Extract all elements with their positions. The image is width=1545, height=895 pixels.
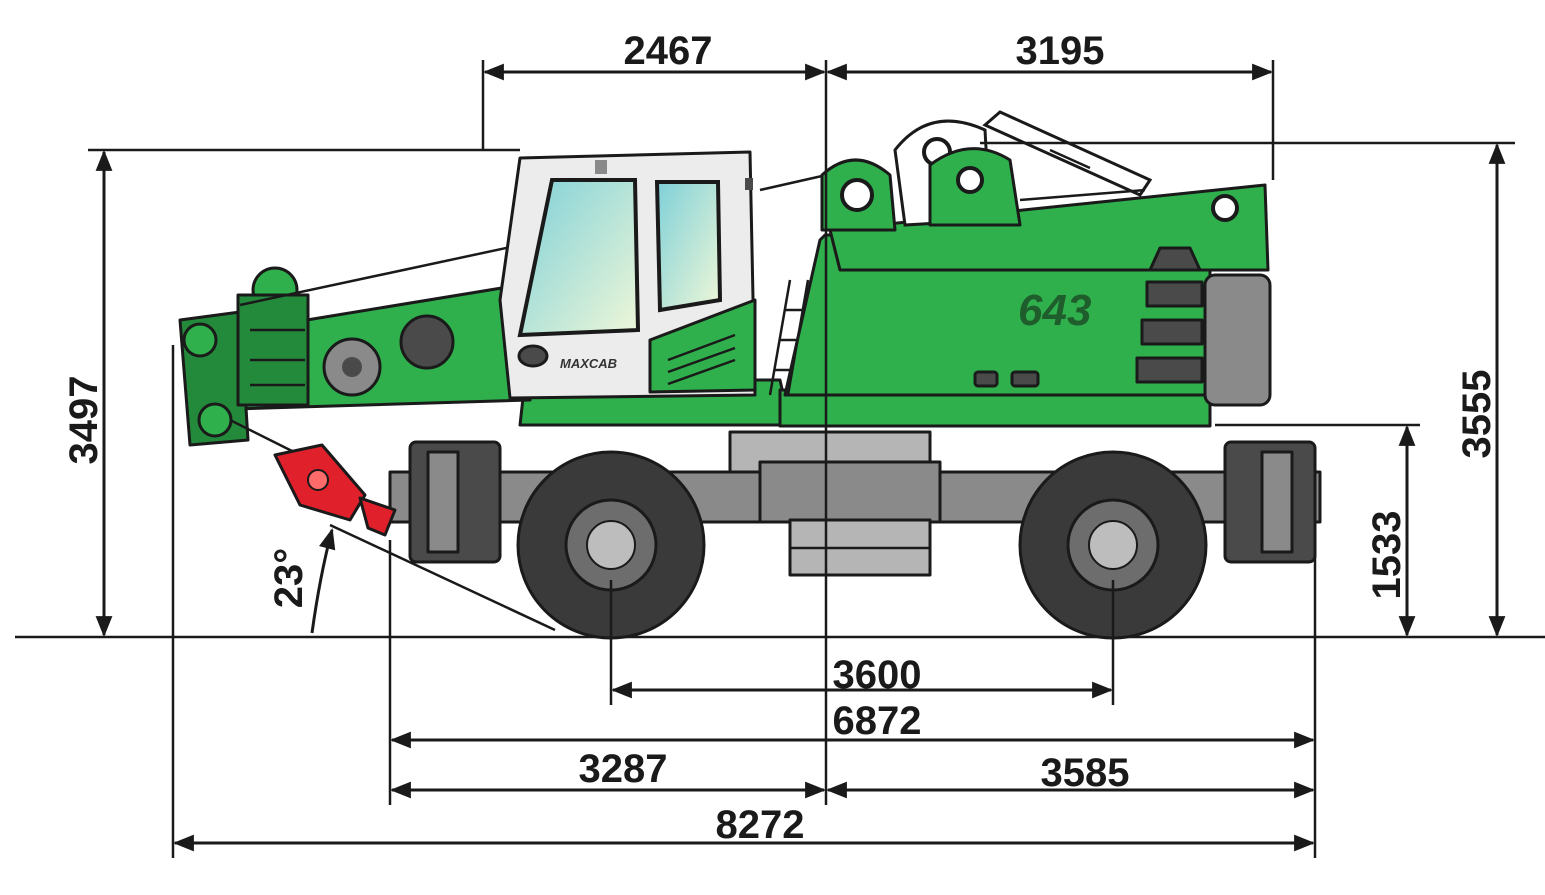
dim-top-right: 3195 <box>1016 29 1105 73</box>
dim-height-total: 3555 <box>1455 370 1499 459</box>
dim-rear-half: 3287 <box>579 747 668 791</box>
dim-wheelbase: 3600 <box>833 653 922 697</box>
dim-track-total: 6872 <box>833 699 922 743</box>
cab: MAXCAB <box>498 150 757 400</box>
angle-arc <box>310 527 336 634</box>
boom <box>178 243 532 457</box>
dim-overall-length: 8272 <box>716 803 805 847</box>
cab-label: MAXCAB <box>560 356 617 371</box>
dim-top-left: 2467 <box>624 29 713 73</box>
crane-machine: MAXCAB 643 <box>178 110 1322 640</box>
dim-height-chassis: 1533 <box>1365 511 1409 600</box>
dim-front-half: 3585 <box>1041 751 1130 795</box>
engine-housing: 643 <box>768 183 1272 407</box>
front-wheel <box>1018 450 1208 640</box>
dim-angle: 23° <box>267 548 311 609</box>
dim-height-boom: 3497 <box>62 376 106 465</box>
boom-pivot <box>759 110 1239 232</box>
model-label: 643 <box>1018 286 1091 335</box>
hook-block <box>273 443 397 537</box>
rear-wheel <box>516 450 706 640</box>
